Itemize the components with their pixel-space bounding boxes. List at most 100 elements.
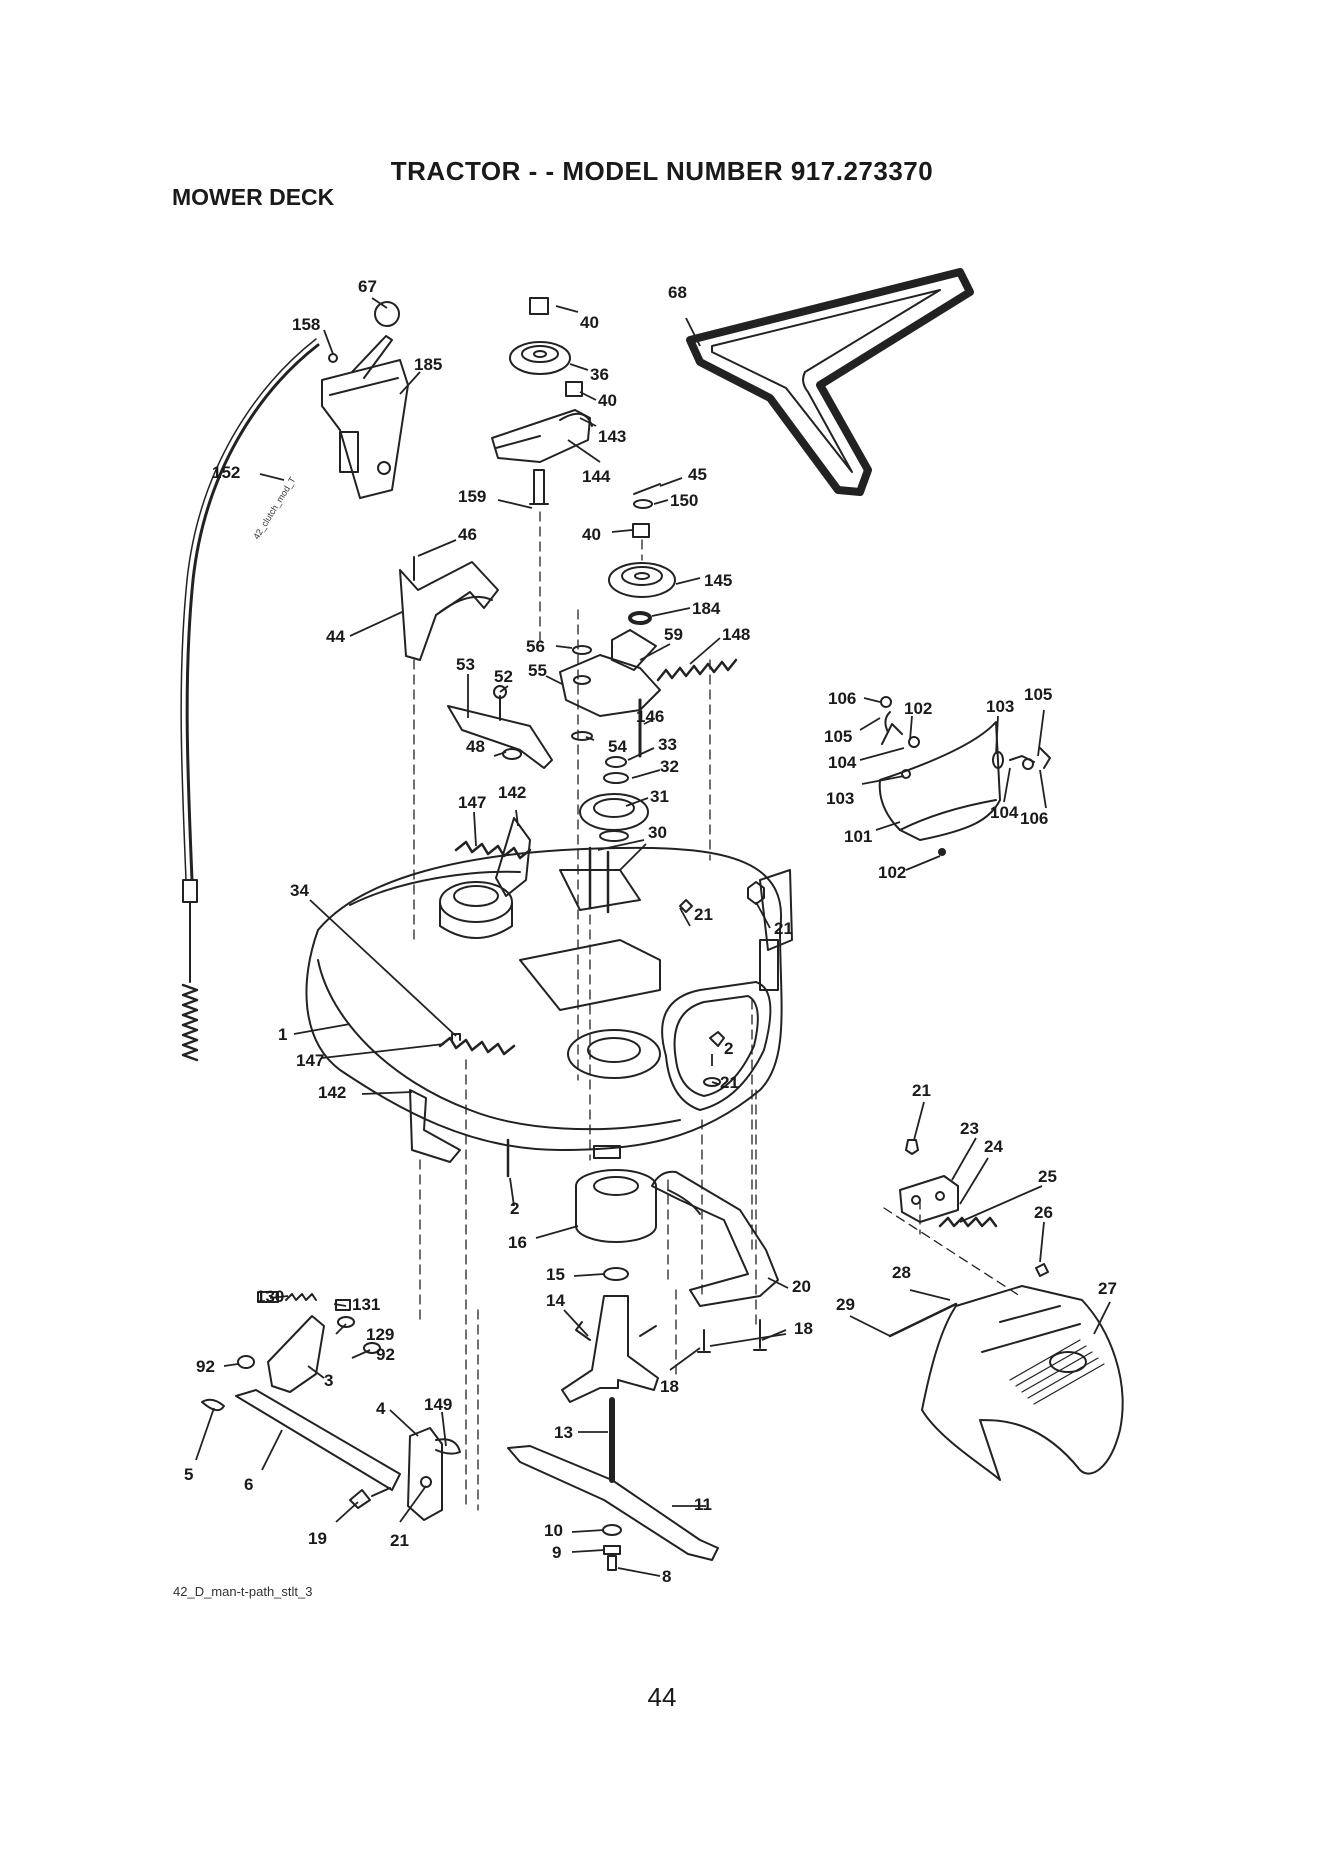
part-label: 92 [196, 1357, 215, 1376]
part-label: 11 [694, 1495, 712, 1514]
bolt-8 [607, 1555, 617, 1571]
clutch-cable [185, 343, 320, 882]
part-label: 104 [828, 753, 857, 772]
mower-deck [305, 846, 783, 1151]
part-label: 33 [658, 735, 677, 754]
part-label: 142 [318, 1083, 346, 1102]
part-label: 32 [660, 757, 679, 776]
nut-33 [605, 756, 627, 768]
part-label: 14 [546, 1291, 565, 1310]
part-label: 131 [352, 1295, 380, 1314]
lever-53 [447, 705, 553, 769]
part-label: 40 [582, 525, 601, 544]
part-label: 36 [590, 365, 609, 384]
part-label: 20 [792, 1277, 811, 1296]
idler-arm-55 [559, 654, 661, 717]
clutch-bracket [321, 359, 409, 499]
bolt-159 [533, 469, 545, 505]
part-label: 45 [688, 465, 707, 484]
part-label: 1 [278, 1025, 287, 1044]
washer-9 [603, 1545, 621, 1555]
part-label: 46 [458, 525, 477, 544]
part-label: 149 [424, 1395, 452, 1414]
part-label: 26 [1034, 1203, 1053, 1222]
part-label: 56 [526, 637, 545, 656]
part-label: 104 [990, 803, 1019, 822]
part-label: 55 [528, 661, 547, 680]
part-label: 130 [256, 1287, 284, 1306]
part-label: 159 [458, 487, 486, 506]
part-label: 27 [1098, 1279, 1117, 1298]
part-label: 8 [662, 1567, 671, 1586]
part-label: 103 [826, 789, 854, 808]
part-label: 2 [724, 1039, 733, 1058]
part-label: 102 [878, 863, 906, 882]
part-label: 18 [794, 1319, 813, 1338]
bolt-18b [753, 1319, 767, 1351]
part-label: 5 [184, 1465, 193, 1484]
part-label: 53 [456, 655, 475, 674]
part-label: 67 [358, 277, 377, 296]
washer-10 [602, 1524, 622, 1536]
spring-148 [656, 658, 738, 682]
bracket-142-lower [409, 1089, 461, 1163]
part-label: 10 [544, 1521, 563, 1540]
part-label: 4 [376, 1399, 386, 1418]
figure-code: 42_D_man-t-path_stlt_3 [173, 1584, 313, 1599]
bolt-19 [349, 1489, 371, 1509]
part-label: 185 [414, 355, 442, 374]
part-label: 59 [664, 625, 683, 644]
link-6 [235, 1389, 401, 1491]
pulley-145 [608, 562, 676, 598]
part-label: 18 [660, 1377, 679, 1396]
part-label: 106 [828, 689, 856, 708]
bolt-18a [697, 1329, 711, 1353]
nut-40 [529, 297, 549, 315]
part-label: 19 [308, 1529, 327, 1548]
part-label: 40 [598, 391, 617, 410]
clip-5 [201, 1398, 225, 1412]
part-label: 48 [466, 737, 485, 756]
bracket-142-upper [495, 817, 531, 897]
part-label: 24 [984, 1137, 1003, 1156]
part-label: 44 [326, 627, 345, 646]
part-label: 16 [508, 1233, 527, 1252]
spacer-16 [575, 1169, 657, 1243]
bracket-59 [611, 629, 657, 671]
page-title: TRACTOR - - MODEL NUMBER 917.273370 [390, 156, 934, 186]
part-label: 147 [458, 793, 486, 812]
cable-label: 42_clutch_mod_T [251, 475, 298, 541]
spring-25 [938, 1216, 998, 1228]
part-label: 145 [704, 571, 732, 590]
part-label: 68 [668, 283, 687, 302]
part-label: 9 [552, 1543, 561, 1562]
part-label: 102 [904, 699, 932, 718]
part-label: 158 [292, 315, 320, 334]
part-label: 21 [774, 919, 793, 938]
part-label: 150 [670, 491, 698, 510]
spring-147-upper [454, 840, 532, 860]
part-label: 148 [722, 625, 750, 644]
part-label: 28 [892, 1263, 911, 1282]
part-label: 106 [1020, 809, 1048, 828]
part-label: 101 [844, 827, 872, 846]
part-label: 103 [986, 697, 1014, 716]
part-label: 21 [720, 1073, 739, 1092]
bracket-3 [267, 1315, 325, 1393]
part-label: 146 [636, 707, 664, 726]
part-label: 2 [510, 1199, 519, 1218]
part-label: 13 [554, 1423, 573, 1442]
part-label: 147 [296, 1051, 324, 1070]
part-label: 15 [546, 1265, 565, 1284]
bracket-23 [899, 1175, 959, 1223]
part-label: 142 [498, 783, 526, 802]
part-label: 31 [650, 787, 669, 806]
spindle-14 [561, 1295, 659, 1403]
part-label: 30 [648, 823, 667, 842]
part-label: 54 [608, 737, 627, 756]
washer-56 [572, 645, 592, 655]
cable-spring [181, 983, 199, 1062]
idler-bracket-143 [491, 409, 591, 463]
part-label: 25 [1038, 1167, 1057, 1186]
